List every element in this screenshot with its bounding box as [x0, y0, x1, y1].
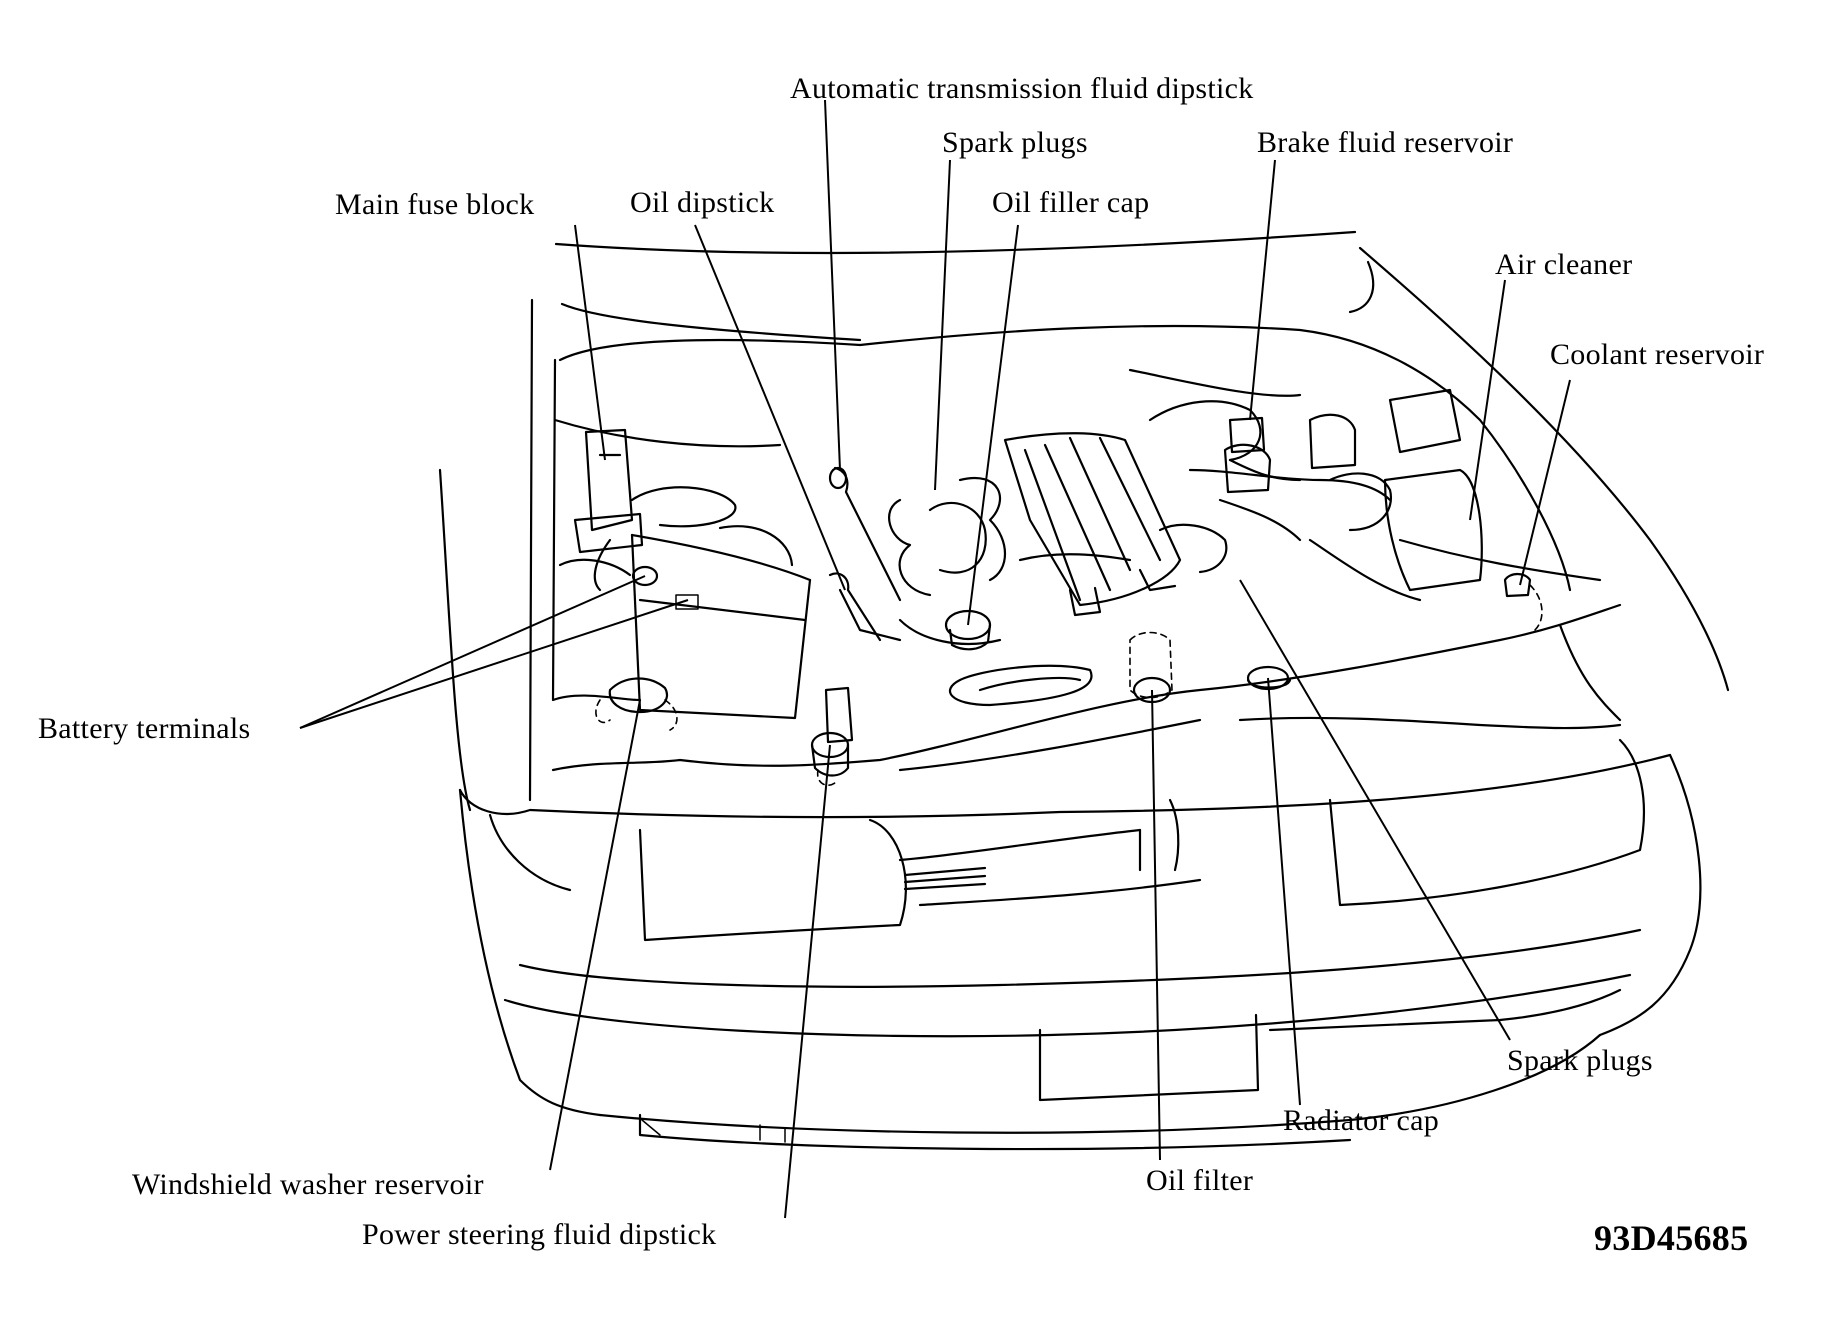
label-spark-plugs-bottom: Spark plugs: [1507, 1044, 1653, 1077]
air-cleaner-drawing: [1308, 388, 1483, 602]
leader-oil-dipstick: [694, 224, 846, 591]
washer-reservoir-drawing: [595, 677, 678, 731]
leader-oil-filter: [1151, 689, 1161, 1161]
leader-coolant-reservoir: [1519, 379, 1571, 586]
leader-air-cleaner: [1469, 279, 1506, 521]
power-steering-reservoir-drawing: [810, 686, 854, 786]
front-bumper-drawing: [458, 753, 1702, 1151]
leader-battery-terminal-2: [299, 599, 689, 729]
label-oil-dipstick: Oil dipstick: [630, 186, 775, 219]
label-windshield-washer-reservoir: Windshield washer reservoir: [132, 1168, 484, 1201]
leader-radiator-cap: [1267, 677, 1301, 1106]
leader-washer-reservoir: [549, 699, 641, 1171]
leader-oil-filler-cap: [967, 224, 1019, 626]
label-brake-fluid-reservoir: Brake fluid reservoir: [1257, 126, 1514, 159]
engine-bay-tub: [551, 324, 1602, 702]
leader-auto-trans-dipstick: [824, 99, 841, 471]
leader-brake-fluid: [1249, 159, 1276, 421]
label-air-cleaner: Air cleaner: [1495, 248, 1633, 281]
leader-main-fuse-block: [574, 224, 606, 461]
label-power-steering-dipstick: Power steering fluid dipstick: [362, 1218, 717, 1251]
radiator-support-drawing: [551, 603, 1622, 772]
label-radiator-cap: Radiator cap: [1283, 1104, 1440, 1137]
label-oil-filler-cap: Oil filler cap: [992, 186, 1150, 219]
brake-reservoir-drawing: [1223, 413, 1357, 494]
oil-filler-cap-drawing: [944, 609, 992, 651]
headlights-grille-drawing: [638, 738, 1646, 942]
label-auto-trans-dipstick: Automatic transmission fluid dipstick: [790, 72, 1254, 105]
engine-drawing: [888, 432, 1182, 707]
leader-spark-plugs-top: [934, 159, 951, 491]
label-spark-plugs-top: Spark plugs: [942, 126, 1088, 159]
leader-spark-plugs-bottom: [1239, 579, 1511, 1041]
label-coolant-reservoir: Coolant reservoir: [1550, 338, 1765, 371]
label-battery-terminals: Battery terminals: [38, 712, 251, 745]
figure-code: 93D45685: [1594, 1218, 1749, 1258]
battery-drawing: [558, 486, 812, 720]
label-main-fuse-block: Main fuse block: [335, 188, 535, 221]
leader-power-steering: [784, 744, 831, 1219]
dipsticks-drawing: [828, 466, 902, 642]
label-oil-filter: Oil filter: [1146, 1164, 1254, 1197]
leader-battery-terminal-1: [299, 575, 646, 729]
fuse-block-drawing: [573, 428, 644, 554]
